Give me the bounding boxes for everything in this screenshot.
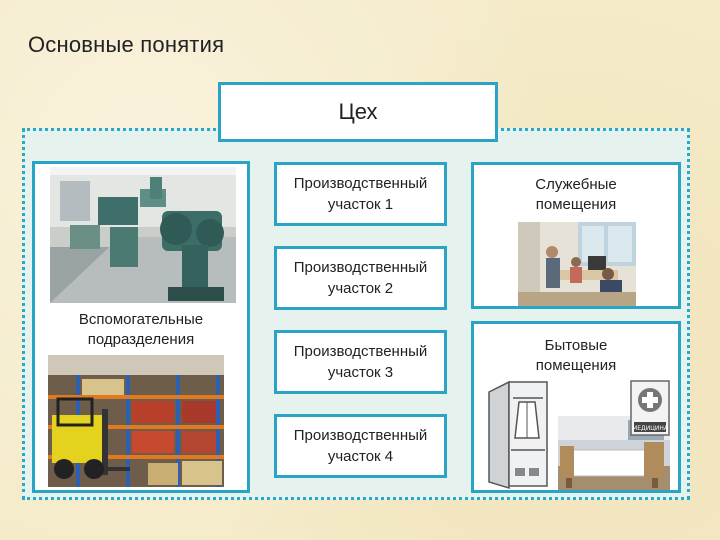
office-rooms-label: Служебные помещения — [535, 176, 617, 213]
warehouse-forklift-photo — [48, 355, 224, 487]
workshop-box: Цех — [218, 82, 498, 142]
page-title: Основные понятия — [28, 32, 225, 57]
production-area-2: Производственный участок 2 — [274, 246, 447, 310]
auxiliary-label: Вспомогательные подразделения — [78, 311, 204, 348]
production-area-4: Производственный участок 4 — [274, 414, 447, 478]
workshop-label: Цех — [338, 99, 378, 124]
dining-room-photo — [558, 416, 670, 490]
medkit-text: МЕДИЦИНА — [632, 425, 669, 432]
medkit-icon: МЕДИЦИНА — [630, 380, 670, 436]
wardrobe-icon — [487, 378, 549, 490]
machine-shop-photo — [50, 167, 236, 303]
household-rooms-label: Бытовые помещения — [535, 337, 617, 374]
production-area-3: Производственный участок 3 — [274, 330, 447, 394]
office-photo — [518, 222, 636, 306]
production-area-1: Производственный участок 1 — [274, 162, 447, 226]
